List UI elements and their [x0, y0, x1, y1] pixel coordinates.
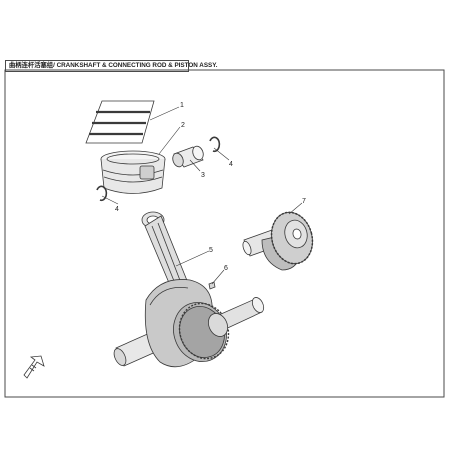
piston-pin: [172, 145, 204, 168]
callout-7: 7: [302, 198, 306, 205]
callout-2: 2: [181, 122, 185, 129]
piston-pin-circlip-left: [96, 185, 108, 202]
crankshaft: [113, 279, 265, 368]
callout-4-left: 4: [115, 206, 119, 213]
piston: [100, 150, 166, 194]
diagram-title-box: 曲柄连杆活塞组/ CRANKSHAFT & CONNECTING ROD & P…: [5, 60, 218, 72]
woodruff-key: [208, 281, 216, 290]
piston-rings: [85, 100, 155, 144]
leader-lines: [101, 106, 303, 285]
callout-4-right: 4: [229, 161, 233, 168]
piston-pin-circlip-right: [209, 136, 221, 153]
callout-3: 3: [201, 172, 205, 179]
front-direction-arrow-icon: [23, 355, 45, 379]
callout-5: 5: [209, 247, 213, 254]
callout-6: 6: [224, 265, 228, 272]
diagram-frame: [4, 69, 445, 398]
diagram-title: 曲柄连杆活塞组/ CRANKSHAFT & CONNECTING ROD & P…: [9, 62, 218, 69]
balance-shaft-gear: [242, 211, 314, 271]
callout-labels: 1 2 3 4 4 5 6 7: [115, 102, 306, 272]
callout-1: 1: [180, 102, 184, 109]
